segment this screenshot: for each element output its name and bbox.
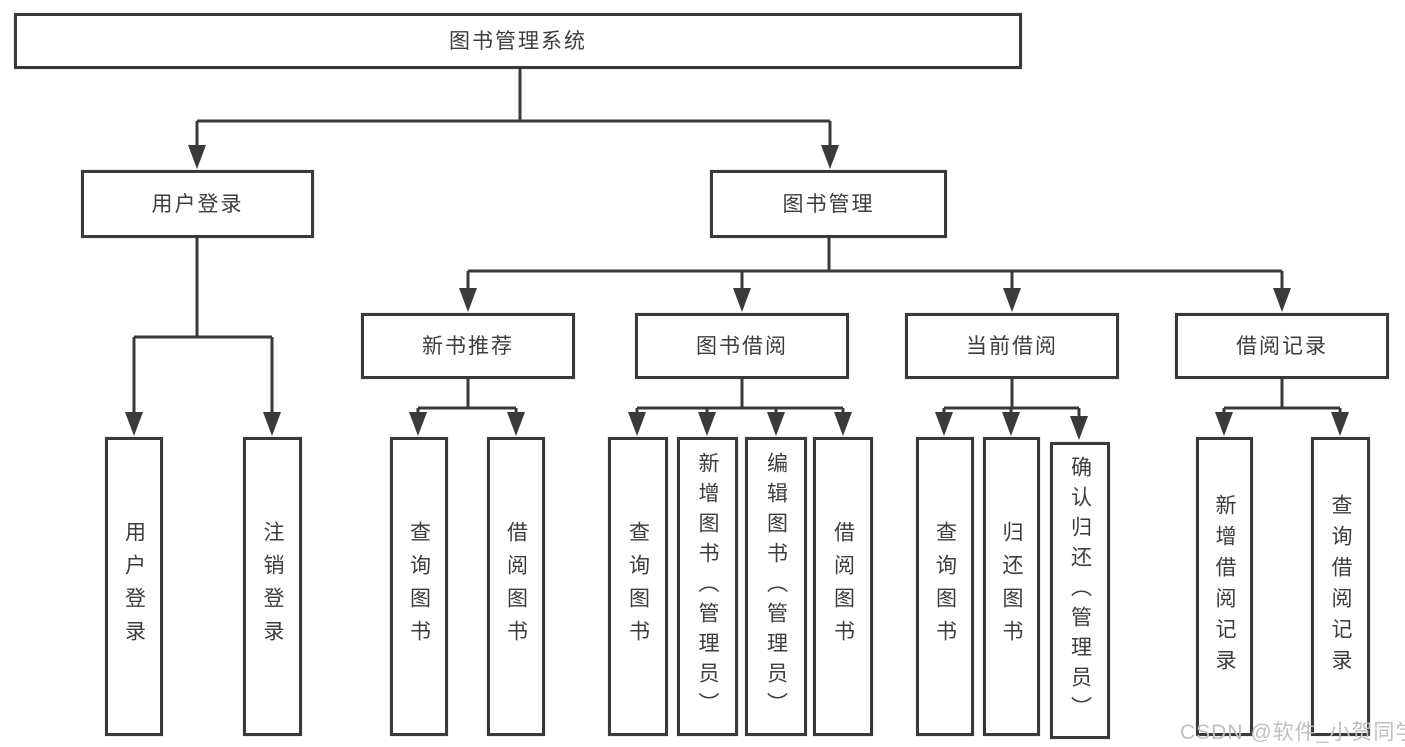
leaf-user-login: 用户登录 bbox=[105, 437, 163, 736]
leaf-add-borrow-record: 新增借阅记录 bbox=[1196, 437, 1253, 736]
node-book-management-branch-label: 图书管理 bbox=[782, 192, 875, 216]
leaf-edit-book-admin-label: 编辑图书（管理员） bbox=[764, 451, 788, 722]
node-root-label: 图书管理系统 bbox=[449, 29, 587, 53]
leaf-borrow-books-recommend-label: 借阅图书 bbox=[504, 520, 528, 653]
leaf-confirm-return-admin-label: 确认归还（管理员） bbox=[1068, 455, 1092, 726]
leaf-add-book-admin-label: 新增图书（管理员） bbox=[696, 451, 719, 722]
node-category-book-borrow-label: 图书借阅 bbox=[696, 334, 788, 358]
leaf-logout-login: 注销登录 bbox=[243, 437, 302, 736]
node-category-new-book-recommend: 新书推荐 bbox=[361, 313, 575, 379]
leaf-query-books-recommend: 查询图书 bbox=[390, 437, 448, 736]
node-user-login-branch: 用户登录 bbox=[81, 170, 314, 238]
leaf-query-books-borrow-label: 查询图书 bbox=[626, 520, 650, 653]
leaf-return-books: 归还图书 bbox=[983, 437, 1040, 736]
leaf-query-borrow-record: 查询借阅记录 bbox=[1311, 437, 1370, 736]
node-root: 图书管理系统 bbox=[14, 13, 1022, 69]
node-category-borrow-records: 借阅记录 bbox=[1175, 313, 1389, 379]
arrowheads bbox=[125, 145, 1349, 440]
leaf-query-books-current-label: 查询图书 bbox=[933, 520, 957, 653]
leaf-query-books-current: 查询图书 bbox=[916, 437, 974, 736]
node-category-borrow-records-label: 借阅记录 bbox=[1236, 334, 1328, 358]
node-category-new-book-recommend-label: 新书推荐 bbox=[422, 334, 514, 358]
leaf-query-books-recommend-label: 查询图书 bbox=[407, 520, 431, 653]
node-book-management-branch: 图书管理 bbox=[710, 170, 947, 238]
watermark: CSDN @软件_小贺同学 bbox=[1180, 721, 1405, 744]
leaf-logout-login-label: 注销登录 bbox=[261, 520, 284, 653]
leaf-borrow-books-borrow: 借阅图书 bbox=[813, 437, 873, 736]
leaf-add-borrow-record-label: 新增借阅记录 bbox=[1213, 493, 1236, 680]
leaf-user-login-label: 用户登录 bbox=[122, 520, 146, 653]
leaf-query-books-borrow: 查询图书 bbox=[608, 437, 668, 736]
leaf-edit-book-admin: 编辑图书（管理员） bbox=[745, 437, 807, 736]
node-category-current-borrow: 当前借阅 bbox=[905, 313, 1119, 379]
leaf-return-books-label: 归还图书 bbox=[1000, 520, 1023, 653]
node-category-current-borrow-label: 当前借阅 bbox=[966, 334, 1058, 358]
node-user-login-branch-label: 用户登录 bbox=[151, 192, 244, 216]
node-category-book-borrow: 图书借阅 bbox=[635, 313, 849, 379]
leaf-confirm-return-admin: 确认归还（管理员） bbox=[1050, 442, 1110, 739]
leaf-borrow-books-recommend: 借阅图书 bbox=[487, 437, 545, 736]
leaf-query-borrow-record-label: 查询借阅记录 bbox=[1329, 493, 1352, 680]
leaf-add-book-admin: 新增图书（管理员） bbox=[677, 437, 738, 736]
leaf-borrow-books-borrow-label: 借阅图书 bbox=[831, 520, 855, 653]
